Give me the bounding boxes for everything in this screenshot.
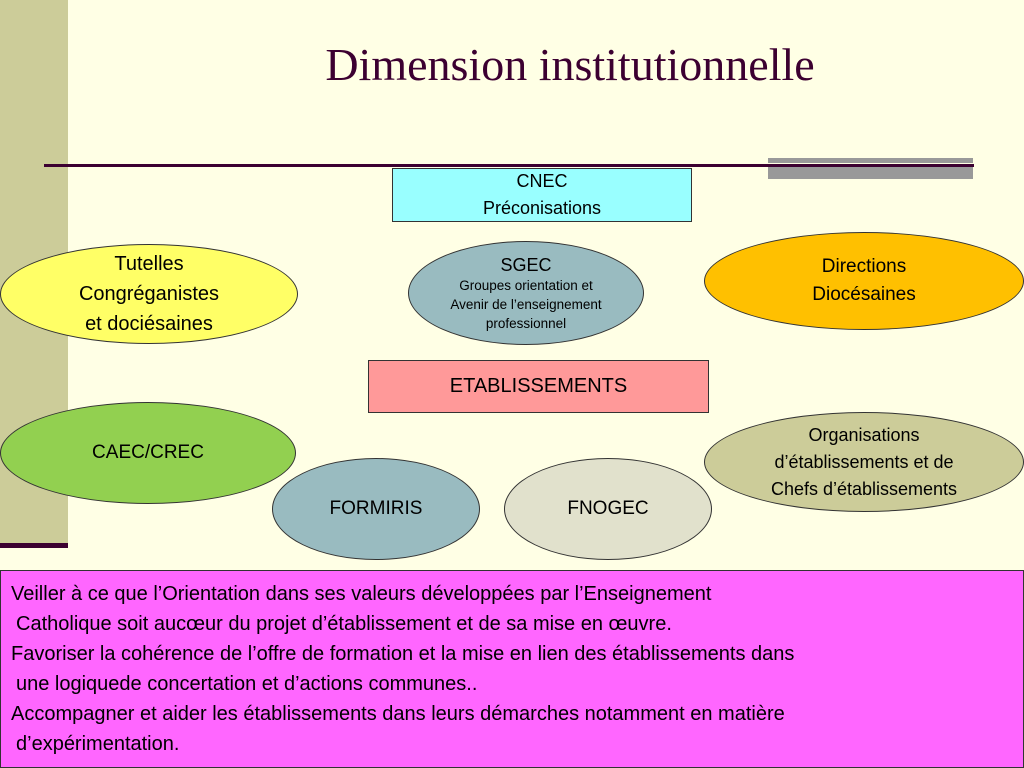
caec-oval: CAEC/CREC (0, 402, 296, 504)
cnec-box: CNEC Préconisations (392, 168, 692, 222)
tutelles-line2: Congréganistes (78, 283, 220, 305)
mission-line-6: d’expérimentation. (16, 733, 180, 755)
etablissements-box: ETABLISSEMENTS (368, 360, 709, 413)
tutelles-oval: Tutelles Congréganistes et dociésaines (0, 244, 298, 344)
organisations-oval: Organisations d’établissements et de Che… (704, 412, 1024, 512)
cnec-label: CNEC (516, 171, 568, 191)
sgec-label: SGEC (500, 254, 552, 275)
etablissements-label: ETABLISSEMENTS (449, 375, 628, 397)
mission-line-3: Favoriser la cohérence de l’offre de for… (11, 643, 795, 665)
organisations-line3: Chefs d’établissements (770, 478, 958, 499)
mission-line-2: Catholique soit aucœur du projet d’établ… (16, 613, 672, 635)
sgec-line3: Avenir de l’enseignement (450, 296, 602, 312)
title-divider (44, 164, 974, 167)
mission-line-4: une logiquede concertation et d’actions … (16, 673, 478, 695)
cnec-sublabel: Préconisations (482, 198, 602, 218)
fnogec-oval: FNOGEC (504, 458, 712, 560)
tutelles-label: Tutelles (114, 253, 184, 275)
accent-bar (768, 158, 973, 163)
organisations-label: Organisations (808, 424, 920, 445)
page-title: Dimension institutionnelle (325, 39, 815, 90)
mission-line-5: Accompagner et aider les établissements … (11, 703, 785, 725)
tutelles-line3: et dociésaines (85, 313, 213, 335)
directions-oval: Directions Diocésaines (704, 232, 1024, 330)
directions-label: Directions (821, 256, 907, 277)
formiris-oval: FORMIRIS (272, 458, 480, 560)
accent-bar-lower (768, 166, 973, 179)
organisations-line2: d’établissements et de (774, 451, 954, 472)
fnogec-label: FNOGEC (567, 498, 649, 519)
mission-line-1: Veiller à ce que l’Orientation dans ses … (11, 583, 712, 605)
formiris-label: FORMIRIS (329, 498, 423, 519)
sidebar-rule (0, 543, 68, 548)
sgec-oval: SGEC Groupes orientation et Avenir de l’… (408, 241, 644, 345)
caec-label: CAEC/CREC (92, 442, 204, 463)
sgec-line4: professionnel (485, 315, 567, 331)
sgec-line2: Groupes orientation et (459, 277, 593, 293)
mission-text-box: Veiller à ce que l’Orientation dans ses … (0, 570, 1024, 768)
directions-line2: Diocésaines (812, 284, 916, 305)
